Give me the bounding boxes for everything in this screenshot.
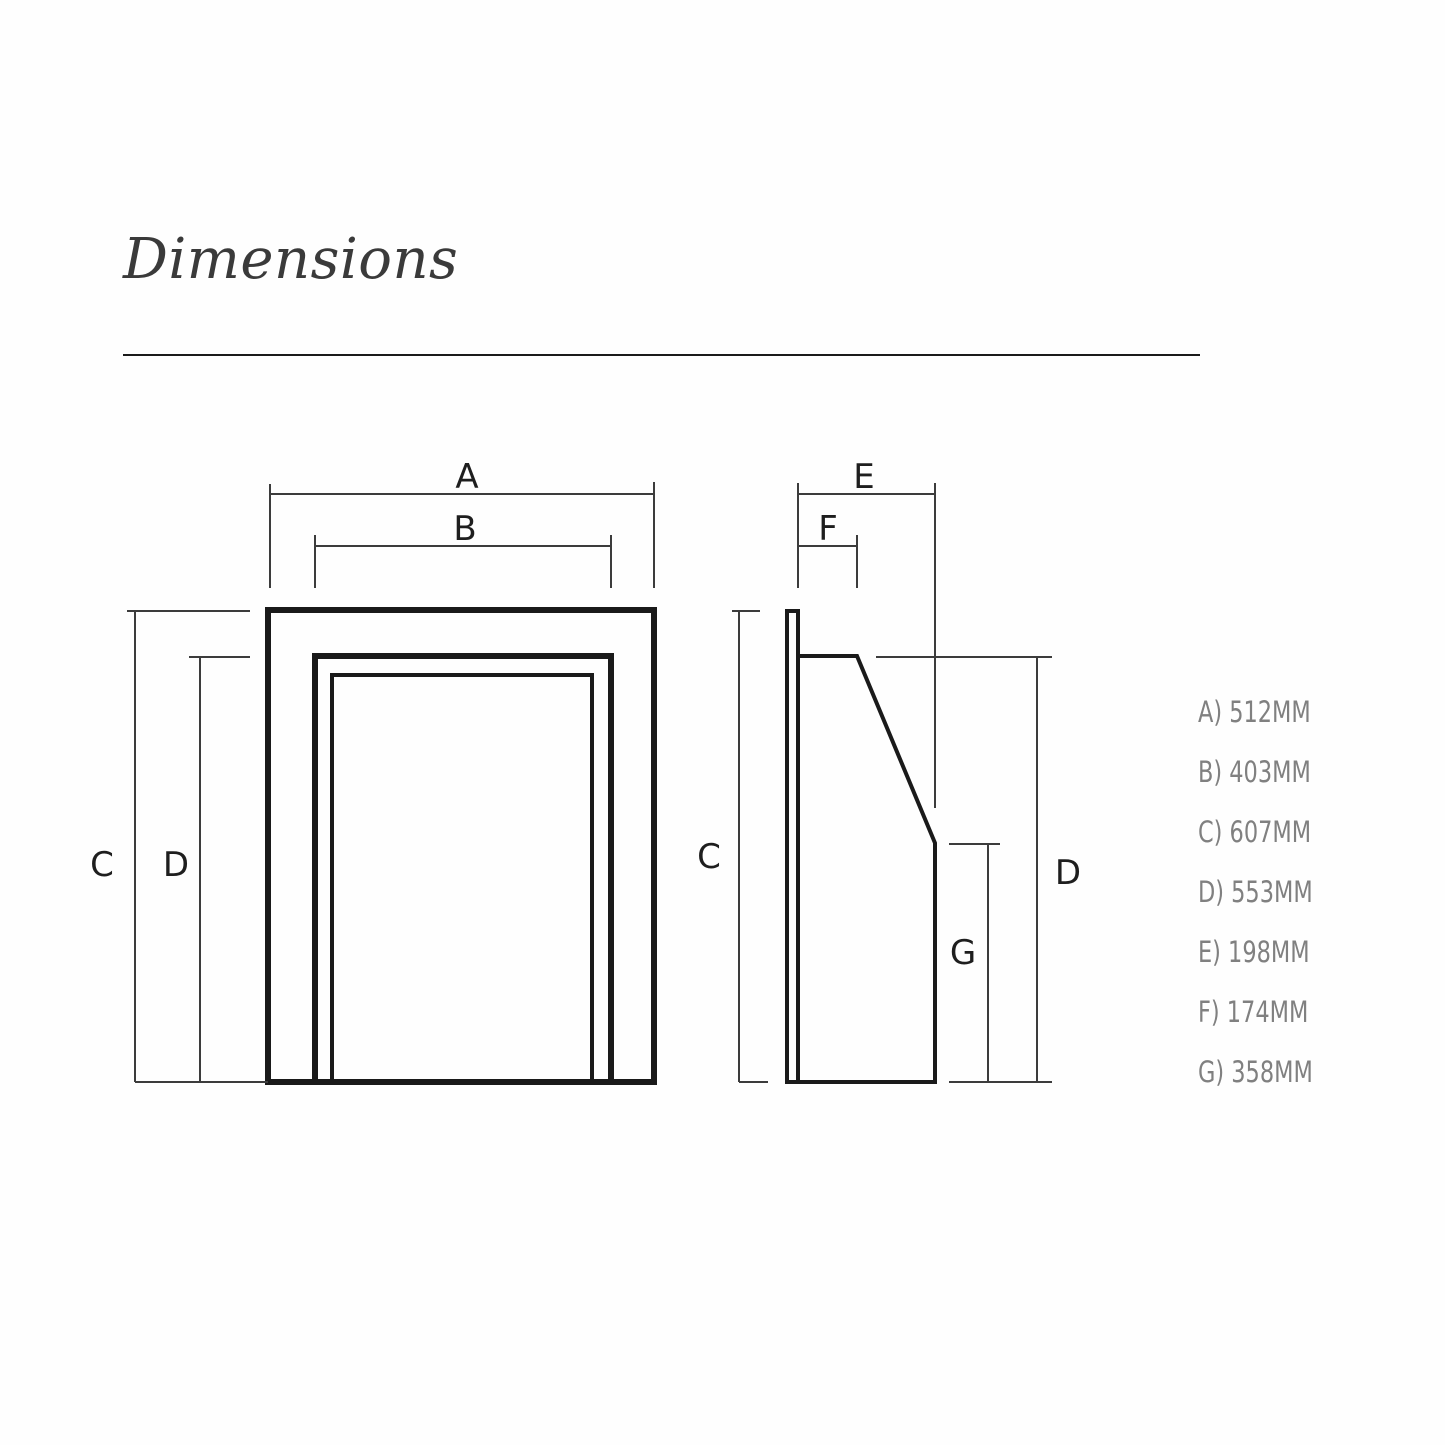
side-dimension-f — [798, 535, 858, 588]
legend-item-g: G) 358MM — [1198, 1055, 1313, 1089]
legend-item-b: B) 403MM — [1198, 755, 1311, 789]
front-opening — [330, 673, 594, 1084]
legend-item-d: D) 553MM — [1198, 875, 1313, 909]
side-label-g: G — [950, 933, 976, 973]
side-label-e: E — [853, 457, 874, 497]
side-dimension-d — [876, 656, 1052, 1083]
side-label-f: F — [818, 509, 838, 549]
side-dimension-e — [797, 483, 936, 808]
side-dimension-g — [949, 843, 1000, 1082]
front-dimension-d — [189, 656, 250, 1082]
front-label-a: A — [455, 457, 478, 497]
title-divider — [123, 354, 1200, 356]
front-view — [265, 607, 657, 1085]
front-label-c: C — [90, 845, 114, 885]
side-dimension-c — [732, 610, 768, 1083]
legend-item-c: C) 607MM — [1198, 815, 1312, 849]
legend-item-a: A) 512MM — [1198, 695, 1311, 729]
side-label-d: D — [1055, 853, 1081, 893]
front-label-d: D — [163, 845, 189, 885]
side-back-plate — [785, 609, 800, 1084]
legend-item-f: F) 174MM — [1198, 995, 1309, 1029]
side-view — [785, 609, 937, 1084]
side-profile — [798, 654, 937, 1084]
page-title: Dimensions — [123, 227, 459, 292]
front-outer-frame — [265, 607, 657, 1085]
front-inner-frame — [312, 653, 614, 1085]
dimensions-legend: A) 512MM B) 403MM C) 607MM D) 553MM E) 1… — [1198, 688, 1418, 1108]
legend-item-e: E) 198MM — [1198, 935, 1310, 969]
front-dimension-c — [127, 610, 268, 1083]
side-label-c: C — [697, 837, 721, 877]
front-label-b: B — [453, 509, 476, 549]
front-dimension-a — [269, 482, 655, 588]
front-dimension-b — [314, 535, 612, 588]
